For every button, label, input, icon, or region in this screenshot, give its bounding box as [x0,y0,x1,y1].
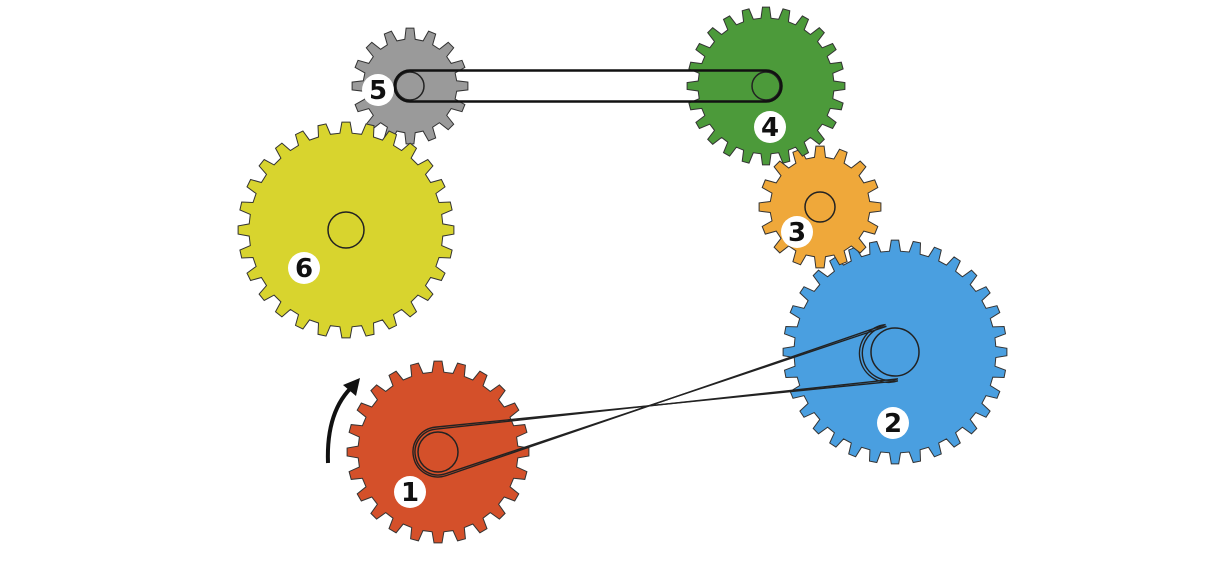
gear-2 [782,239,1008,465]
gear-body [686,6,846,166]
gear-1 [346,360,530,544]
gear-label-6: 6 [288,252,320,284]
gear-body [758,145,882,269]
rotation-arrow-icon [325,378,360,464]
gear-label-5: 5 [362,74,394,106]
gear-axle [804,191,836,223]
belt-5-4 [393,69,783,103]
gear-body [782,239,1008,465]
gear-number: 3 [788,218,806,248]
label-badge [394,476,426,508]
label-badge [754,111,786,143]
belt-1-2 [412,323,899,478]
belt-loop [412,323,899,478]
label-badge [362,74,394,106]
gear-number: 5 [369,76,387,106]
gear-body [346,360,530,544]
gear-axle [327,211,365,249]
gear-axle [870,327,920,377]
label-badge [877,407,909,439]
belt-loop [414,325,899,476]
gear-label-3: 3 [781,216,813,248]
gear-axle [751,71,781,101]
gear-axle [395,71,425,101]
label-badge [781,216,813,248]
gear-axle [417,431,459,473]
gear-number: 4 [761,113,779,143]
label-badge [288,252,320,284]
gear-body [237,121,455,339]
gear-number: 2 [884,409,902,439]
belt-loop [393,69,783,103]
gear-6 [237,121,455,339]
gear-3 [758,145,882,269]
gear-label-2: 2 [877,407,909,439]
gear-body [351,27,469,145]
gear-5 [351,27,469,145]
gear-label-1: 1 [394,476,426,508]
gear-4 [686,6,846,166]
gear-label-4: 4 [754,111,786,143]
gear-number: 1 [401,478,419,508]
gear-number: 6 [295,254,313,284]
